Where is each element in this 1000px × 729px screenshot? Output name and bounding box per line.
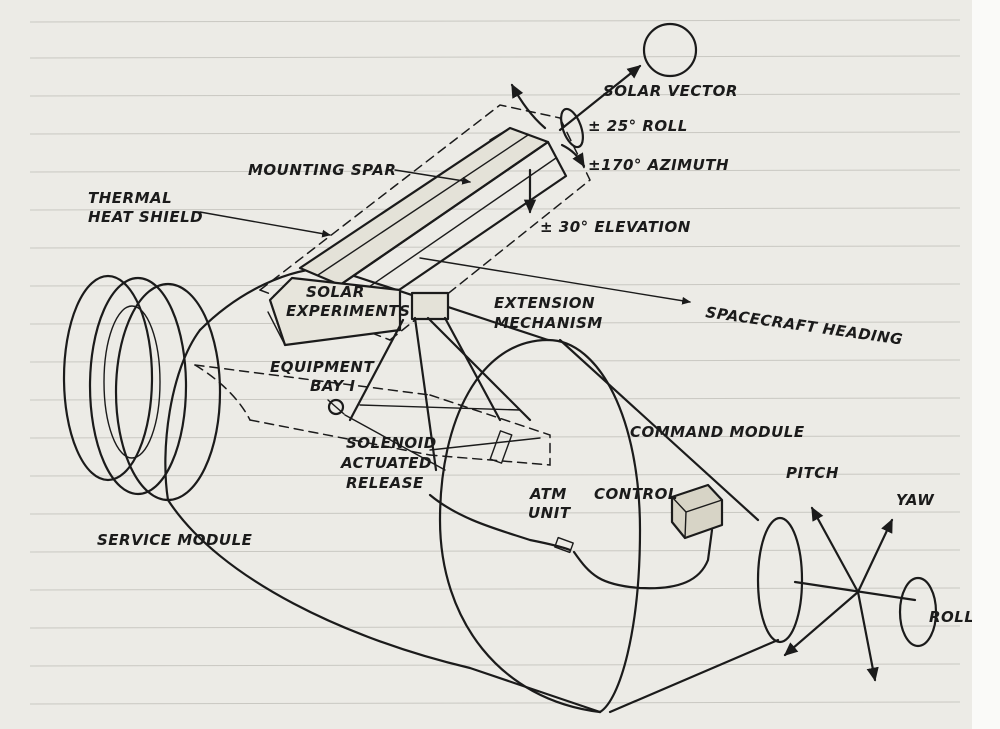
label-solar-experiments-line2: EXPERIMENTS (286, 302, 410, 320)
label-thermal-heat-shield-line2: HEAT SHIELD (88, 208, 203, 226)
page-edge (972, 0, 1000, 729)
sun-symbol (642, 22, 698, 78)
label-equipment-bay-line2: BAY I (310, 377, 356, 395)
label-roll-range: ± 25° ROLL (588, 117, 688, 135)
label-extension-mechanism-line2: MECHANISM (494, 314, 603, 332)
atm-control-unit (428, 483, 724, 590)
label-atm-control-line3: UNIT (528, 504, 572, 522)
label-pitch: PITCH (786, 464, 839, 482)
label-yaw: YAW (896, 491, 935, 509)
label-command-module: COMMAND MODULE (630, 423, 805, 441)
label-azimuth-range: ±170° AZIMUTH (588, 156, 729, 174)
mounting-spar (298, 126, 568, 320)
engine-nozzle (62, 274, 222, 502)
label-service-module: SERVICE MODULE (97, 531, 253, 549)
label-atm-control-line2: CONTROL (594, 485, 678, 503)
label-solenoid-line3: RELEASE (346, 474, 424, 492)
attitude-axes (783, 506, 938, 682)
label-solenoid-line2: ACTUATED (340, 454, 432, 472)
solenoid-release (327, 398, 345, 416)
diagram-labels: SOLAR VECTOR ± 25° ROLL ±170° AZIMUTH MO… (88, 82, 974, 626)
label-thermal-heat-shield-line1: THERMAL (88, 189, 172, 207)
label-equipment-bay-line1: EQUIPMENT (270, 358, 375, 376)
service-module-body (164, 266, 642, 714)
solar-experiments-box (267, 276, 402, 347)
label-solar-vector: SOLAR VECTOR (603, 82, 738, 100)
label-atm-control-line1: ATM (529, 485, 567, 503)
label-extension-mechanism-line1: EXTENSION (494, 294, 595, 312)
label-roll-axis: ROLL (929, 608, 974, 626)
label-mounting-spar: MOUNTING SPAR (248, 161, 396, 179)
motion-arrows (199, 64, 691, 305)
label-elevation-range: ± 30° ELEVATION (540, 218, 691, 236)
label-solenoid-line1: SOLENOID (346, 434, 437, 452)
label-solar-experiments-line1: SOLAR (306, 283, 365, 301)
label-spacecraft-heading: SPACECRAFT HEADING (704, 303, 904, 349)
command-module-body (558, 338, 804, 714)
extension-mechanism (344, 291, 541, 472)
background-page-texture (29, 19, 961, 705)
